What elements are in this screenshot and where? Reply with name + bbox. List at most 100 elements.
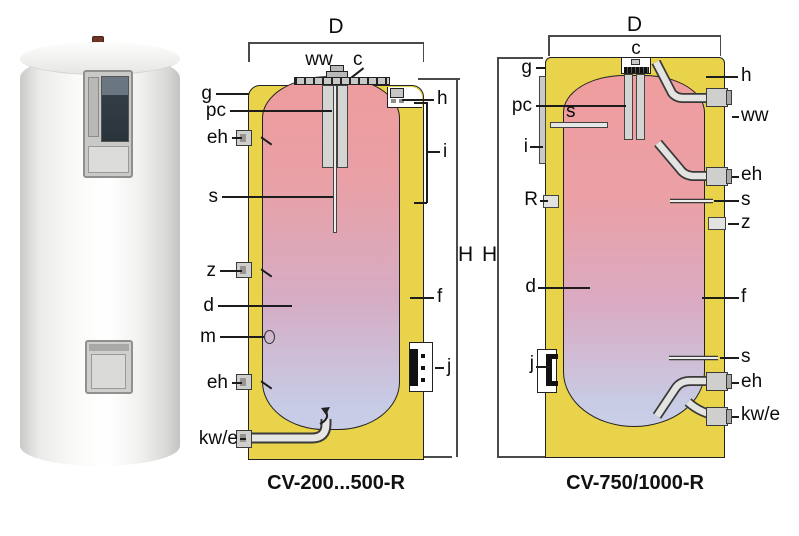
label-d: d [525, 276, 536, 297]
i-bracket [414, 102, 427, 104]
leader-line [232, 382, 242, 384]
j-flange-bracket [546, 354, 558, 386]
i-bracket [426, 102, 428, 203]
pipe-overlay [244, 407, 332, 444]
control-display [101, 76, 129, 142]
label-eh-upper: eh [741, 164, 763, 185]
leader-line [538, 287, 590, 289]
dimension-tick [248, 42, 250, 62]
label-s-upper: s [741, 189, 751, 210]
leader-line [732, 116, 739, 118]
eh-fitting-cap [726, 374, 732, 389]
leader-line [536, 366, 550, 368]
j-flange-strip [410, 349, 418, 386]
leader-line [732, 176, 739, 178]
label-eh-lower: eh [741, 371, 763, 392]
label-c: c [631, 38, 641, 59]
leader-line [220, 270, 242, 272]
label-d: d [203, 295, 214, 316]
label-i: i [443, 141, 448, 162]
panel-detail [88, 77, 99, 137]
sensor-rail [539, 76, 546, 164]
vent-fitting [390, 88, 404, 98]
product-photo [16, 36, 184, 482]
ww-fitting [706, 88, 728, 107]
label-s-top: s [566, 101, 576, 122]
dimension-tick [422, 42, 425, 62]
panel-detail [88, 146, 129, 173]
label-z: z [741, 212, 751, 233]
label-g: g [521, 57, 532, 78]
leader-line [728, 223, 739, 225]
label-eh-lower: eh [206, 372, 228, 393]
leader-line [230, 110, 332, 112]
dimension-tick [418, 78, 460, 80]
leader-line [428, 151, 440, 153]
label-r: R [524, 189, 538, 210]
label-ww: ww [305, 49, 333, 70]
c-cap-nub [631, 59, 640, 65]
m-port-oval [264, 330, 275, 344]
label-f: f [437, 286, 443, 307]
label-pc: pc [205, 100, 226, 121]
dimension-h-label: H [458, 243, 474, 266]
z-socket [708, 217, 726, 230]
kwe-fitting-cap [726, 409, 732, 424]
leader-line [435, 367, 444, 369]
dimension-tick [548, 35, 550, 56]
dimension-tick [719, 35, 722, 56]
label-h: h [741, 65, 752, 86]
leader-line [218, 305, 292, 307]
dimension-d-label: D [328, 15, 344, 38]
lower-access-panel [85, 340, 133, 394]
dimension-d-line [548, 35, 721, 37]
leader-line [530, 146, 543, 148]
leader-line [702, 297, 739, 299]
kwe-fitting [706, 407, 728, 426]
s-sensor-pipe [550, 122, 608, 128]
top-flange [294, 77, 390, 85]
upper-control-panel [83, 70, 133, 178]
diagram-cv750: D H c [480, 0, 799, 536]
caption-cv750: CV-750/1000-R [566, 472, 704, 494]
flange-cap [326, 71, 348, 78]
label-eh-upper: eh [206, 127, 228, 148]
dimension-tick [497, 57, 543, 59]
leader-line [240, 438, 246, 440]
eh-fitting-cap [726, 169, 732, 184]
pipe-overlay [651, 59, 723, 422]
leader-line [706, 76, 738, 78]
leader-line [714, 200, 739, 202]
label-j: j [529, 353, 534, 374]
leader-line [732, 382, 739, 384]
leader-line [720, 357, 739, 359]
cylinder-top-cap [20, 42, 180, 75]
sensor-tube [624, 74, 633, 140]
label-h: h [437, 88, 448, 109]
label-pc: pc [511, 95, 532, 116]
dimension-tick [424, 456, 452, 458]
sensor-rod [332, 85, 337, 233]
dimension-d-label: D [626, 13, 643, 36]
panel-detail [89, 344, 129, 351]
label-s-lower: s [741, 346, 751, 367]
label-m: m [200, 326, 216, 347]
label-kwe: kw/e [741, 404, 781, 425]
leader-line [536, 105, 626, 107]
sensor-tube [337, 85, 348, 168]
leader-line [222, 196, 333, 198]
ww-fitting-cap [726, 90, 732, 105]
dimension-tick [497, 456, 545, 458]
dimension-h-label: H [482, 243, 498, 266]
leader-line [402, 99, 434, 101]
caption-cv200: CV-200...500-R [267, 472, 405, 494]
label-s: s [208, 186, 219, 207]
label-g: g [201, 83, 212, 104]
label-f: f [741, 286, 747, 307]
eh-fitting [706, 167, 728, 186]
c-cap-bolts [623, 66, 649, 73]
i-bracket [414, 202, 427, 204]
dimension-h-line [497, 57, 499, 457]
leader-line [410, 297, 434, 299]
